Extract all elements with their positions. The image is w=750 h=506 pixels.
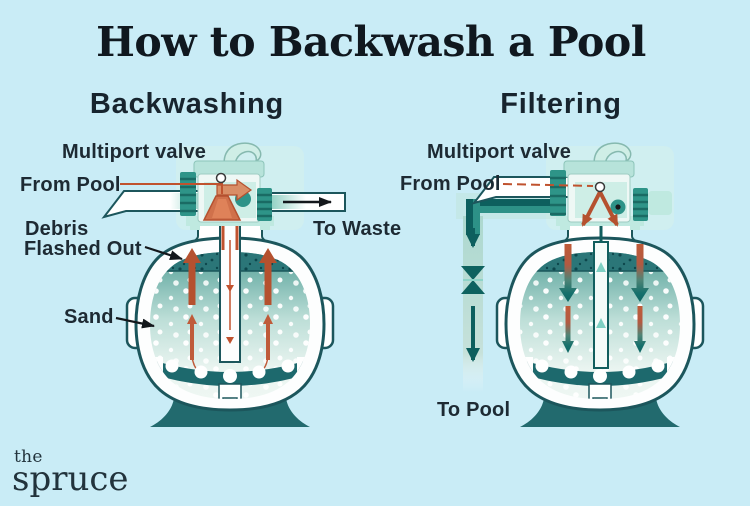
label-to-pool: To Pool (437, 399, 510, 421)
flow-right-arrow-icon (216, 178, 253, 202)
drain-fitting (588, 383, 612, 399)
logo-the: the (14, 447, 43, 467)
divert-arrow-icon (581, 191, 602, 227)
label-multiport-valve-right: Multiport valve (427, 141, 571, 163)
heading-backwashing: Backwashing (90, 88, 284, 120)
label-multiport-valve-left: Multiport valve (62, 141, 206, 163)
label-to-waste: To Waste (313, 218, 401, 240)
filter-down-arrow-small-icon (562, 306, 574, 353)
label-debris-line2: Flashed Out (24, 238, 142, 260)
from-pool-flow-line (502, 183, 594, 187)
up-flow-arrow-icon (596, 262, 606, 272)
valve-pivot (594, 181, 606, 193)
from-pool-flow-line (120, 183, 223, 194)
backwash-up-arrow-small-icon (187, 314, 197, 360)
debris-pointer-arrow-icon (144, 245, 183, 261)
up-flow-arrow-icon (596, 318, 606, 328)
filter-tank (125, 221, 335, 427)
filter-down-arrow-icon (631, 244, 649, 302)
filtering-diagram (456, 142, 705, 427)
label-sand: Sand (64, 306, 114, 328)
spruce-logo: the spruce (12, 447, 129, 499)
page-title: How to Backwash a Pool (96, 18, 646, 66)
heading-filtering: Filtering (500, 88, 622, 120)
backwash-up-arrow-icon (259, 248, 277, 305)
label-from-pool-right: From Pool (400, 173, 501, 195)
backwashing-diagram (101, 142, 346, 427)
down-flow-arrow-icon (226, 337, 234, 344)
backwash-up-arrow-icon (183, 248, 201, 305)
backwash-up-arrow-small-icon (263, 314, 273, 360)
logo-spruce: spruce (12, 459, 129, 499)
divert-arrow-icon (598, 191, 619, 227)
filter-down-arrow-small-icon (634, 306, 646, 353)
shutoff-valve-icon (461, 266, 485, 280)
valve-pivot (215, 172, 227, 184)
sand-pointer-arrow-icon (115, 316, 155, 329)
standpipe (593, 241, 609, 369)
multiport-valve (502, 142, 672, 230)
label-from-pool-left: From Pool (20, 174, 121, 196)
drain-fitting (218, 383, 242, 399)
filter-down-arrow-icon (559, 244, 577, 302)
to-waste-pipe (267, 192, 346, 212)
label-debris-line1: Debris (25, 218, 88, 240)
multiport-valve (120, 142, 274, 230)
down-flow-arrow-icon (226, 285, 234, 292)
filter-tank (495, 202, 705, 427)
